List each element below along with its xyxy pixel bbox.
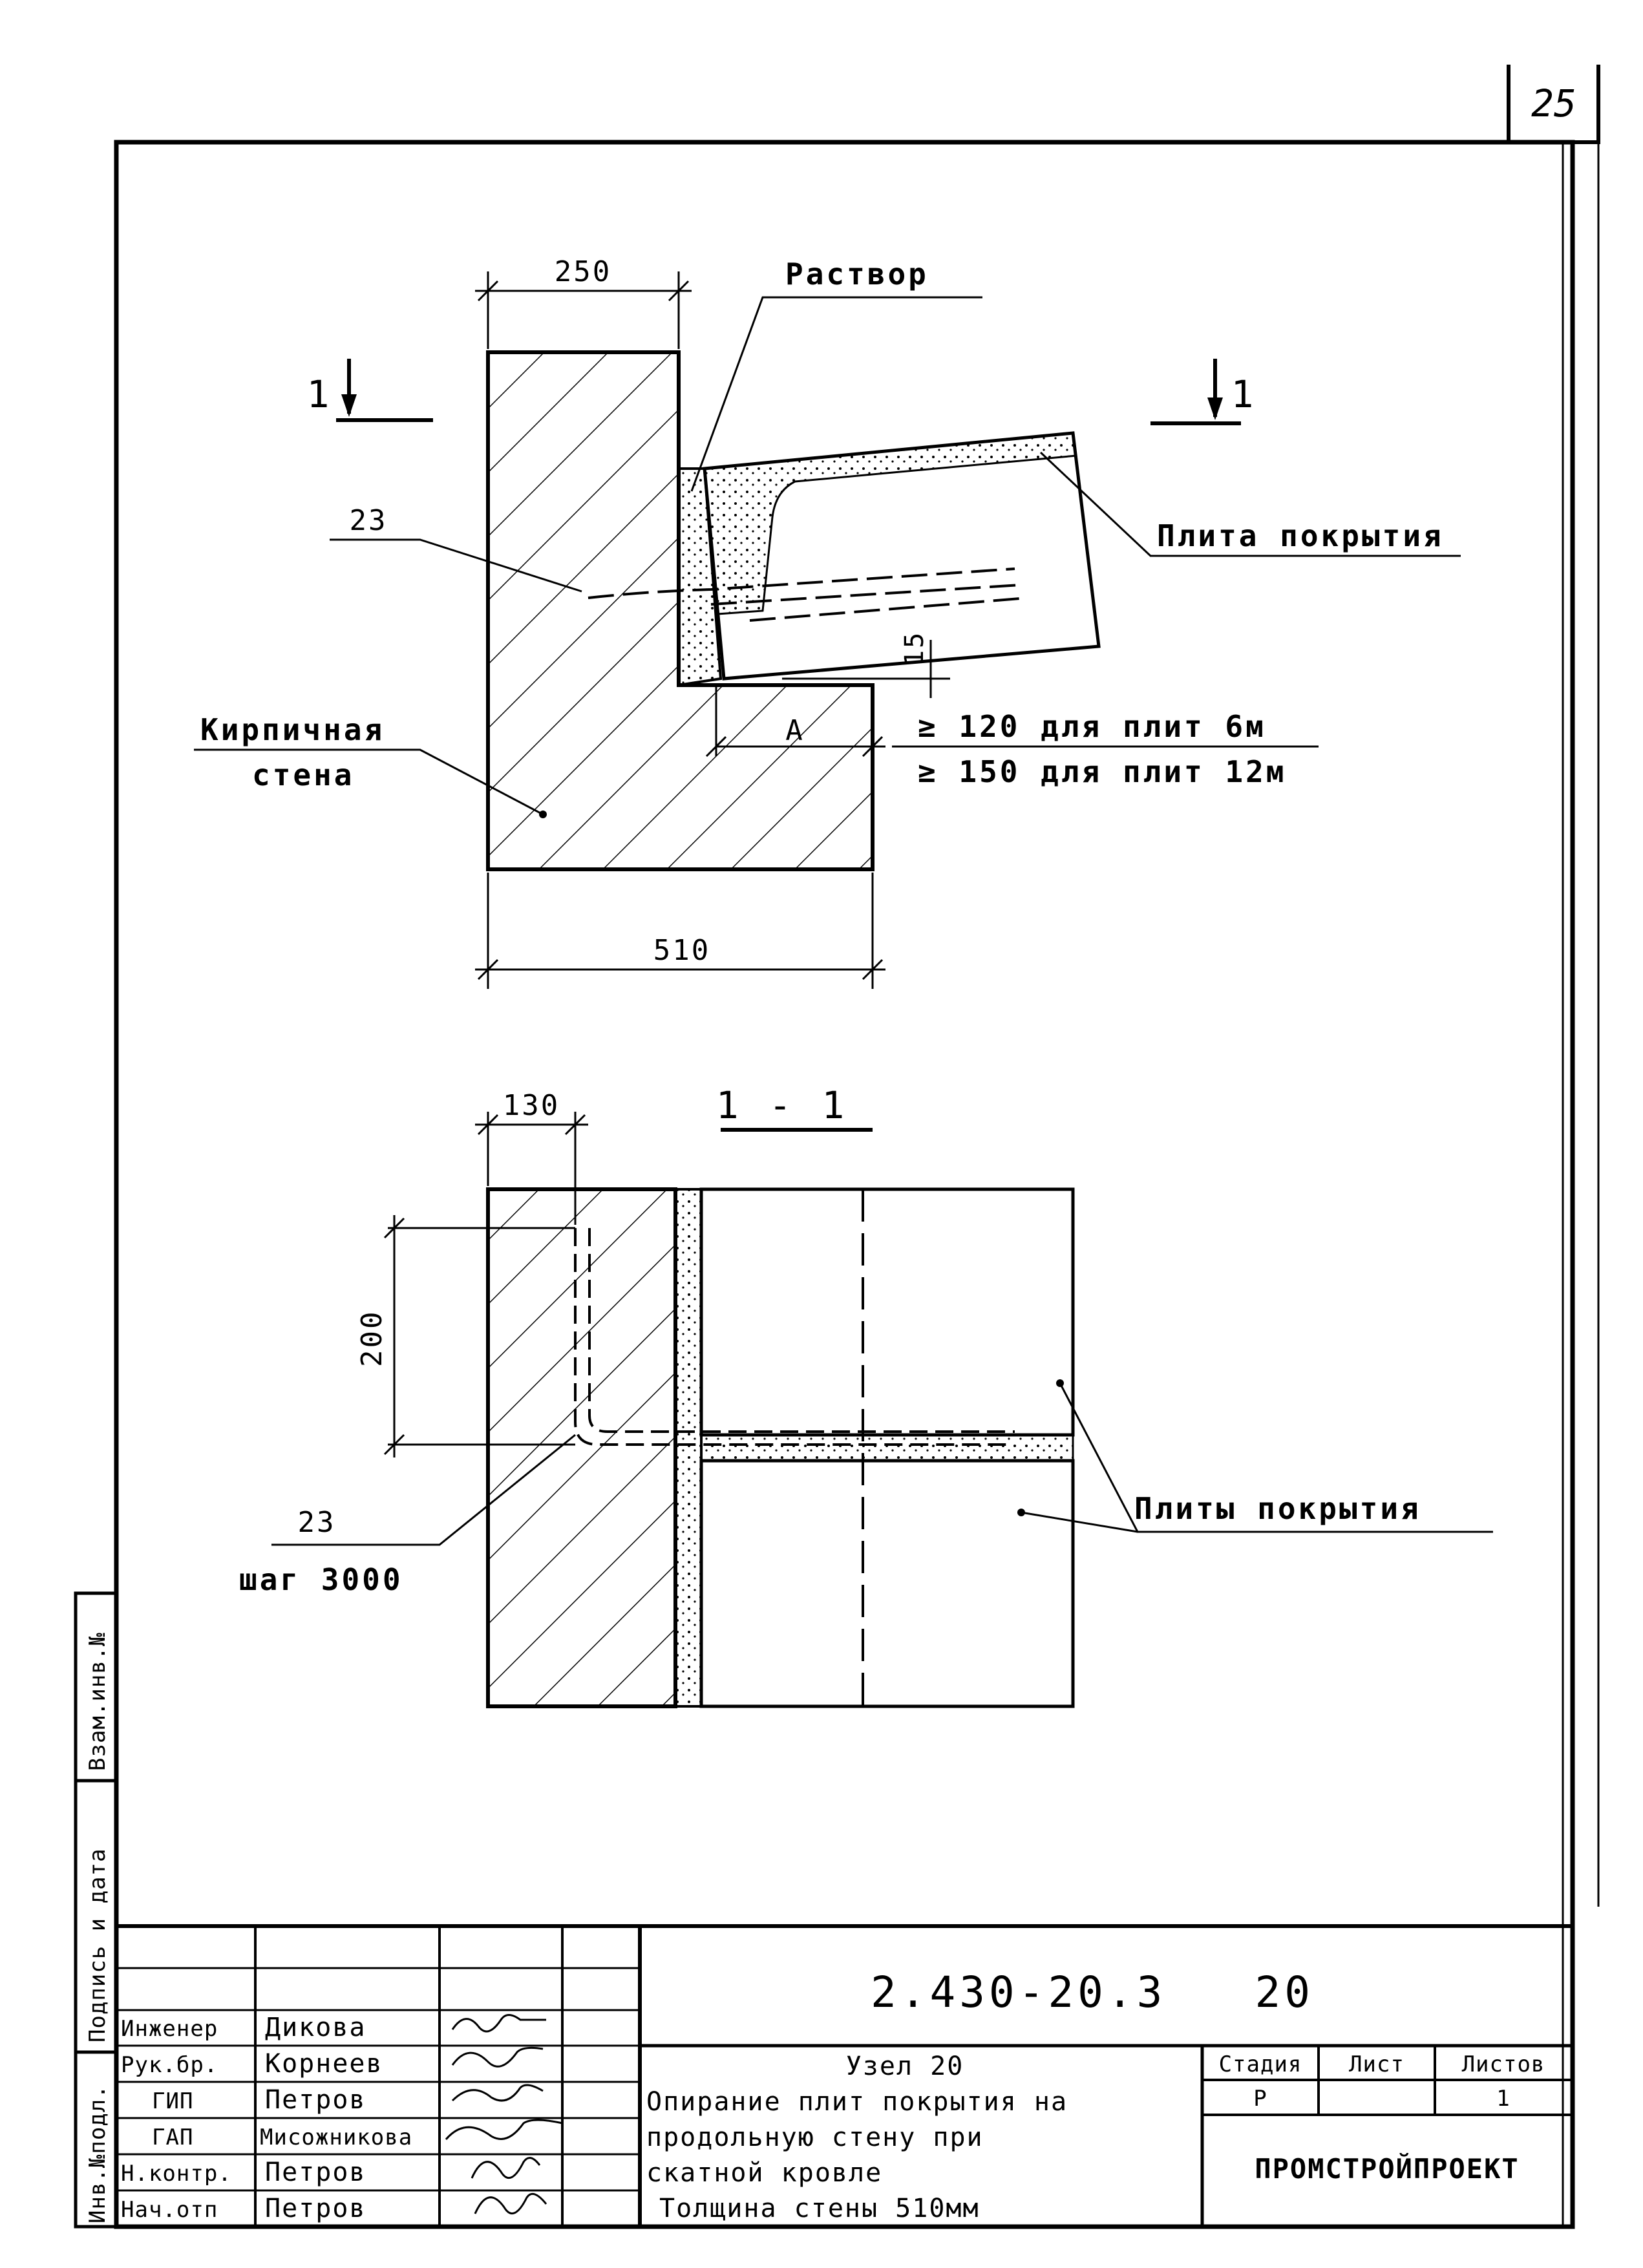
label-mortar: Раствор: [785, 257, 929, 291]
signatures: [445, 2014, 563, 2215]
roof-slab-topping: [703, 432, 1077, 615]
sheet-header: Лист: [1349, 2051, 1404, 2077]
plate-lower: [699, 1459, 1075, 1708]
staff-name: Петров: [265, 2085, 366, 2115]
desc-line: продольную стену при: [646, 2123, 984, 2152]
staff-role: Рук.бр.: [121, 2052, 218, 2078]
staff-role: ГАП: [152, 2125, 193, 2150]
sheets-value: 1: [1496, 2086, 1510, 2112]
organization: ПРОМСТРОЙПРОЕКТ: [1255, 2152, 1519, 2185]
section-mark-right: 1: [1231, 372, 1258, 416]
label-plate: Плита покрытия: [1157, 518, 1444, 553]
label-anchor-23: 23: [350, 504, 388, 537]
dim-15: 15: [900, 631, 929, 666]
section-label-step: шаг 3000: [239, 1562, 403, 1597]
staff-name: Дикова: [265, 2013, 366, 2042]
section-mark-left: 1: [307, 372, 334, 416]
side-stamp-vzam-inv: Взам.инв.№: [85, 1632, 111, 1771]
stage-header: Стадия: [1219, 2051, 1302, 2077]
note-6m: ≥ 120 для плит 6м: [918, 709, 1266, 744]
staff-rows: Инженер Дикова Рук.бр. Корнеев ГИП Петро…: [121, 2013, 412, 2223]
brick-wall: [486, 350, 874, 871]
dim-200: 200: [355, 1310, 388, 1367]
node-title: Узел 20: [846, 2051, 964, 2081]
elevation-view: 250 510 A 15 ≥ 120 для плит 6м ≥ 150 для…: [194, 255, 1461, 989]
staff-name: Мисожникова: [260, 2125, 412, 2150]
label-wall-2: стена: [252, 758, 354, 792]
desc-line: Толщина стены 510мм: [659, 2194, 980, 2223]
page-frame: [114, 65, 1600, 2229]
desc-line: Опирание плит покрытия на: [646, 2087, 1068, 2117]
mortar-joint: [677, 467, 723, 687]
page-number: 25: [1531, 81, 1576, 125]
stage-value: Р: [1253, 2086, 1267, 2112]
desc-line: скатной кровле: [646, 2158, 882, 2188]
dim-250: 250: [555, 255, 611, 288]
label-plates: Плиты покрытия: [1134, 1491, 1421, 1526]
dim-510: 510: [653, 934, 710, 967]
title-block: [114, 1924, 1574, 2229]
label-wall-1: Кирпичная: [200, 712, 385, 747]
section-mortar: [674, 1188, 703, 1708]
section-wall: [486, 1187, 677, 1708]
staff-role: Нач.отп: [121, 2197, 218, 2223]
sheets-header: Листов: [1462, 2051, 1545, 2077]
section-anchor: [574, 1228, 1015, 1446]
section-title: 1 - 1: [716, 1083, 849, 1127]
drawing-code: 2.430-20.3 20: [871, 1967, 1314, 2017]
dim-130: 130: [503, 1089, 560, 1122]
staff-role: ГИП: [152, 2088, 193, 2114]
section-1-1: 1 - 1 130: [239, 1083, 1493, 1708]
side-stamp-podpis-data: Подпись и дата: [85, 1848, 111, 2042]
dim-a: A: [785, 714, 805, 747]
staff-name: Петров: [265, 2194, 366, 2223]
staff-name: Петров: [265, 2157, 366, 2187]
staff-role: Н.контр.: [121, 2161, 232, 2187]
staff-name: Корнеев: [265, 2049, 383, 2079]
plate-upper: [699, 1187, 1075, 1437]
staff-role: Инженер: [121, 2016, 218, 2042]
note-12m: ≥ 150 для плит 12м: [918, 754, 1287, 789]
side-stamp-inv-podl: Инв.№подл.: [85, 2084, 111, 2223]
anchor-rebar: [588, 567, 1028, 622]
plate-joint: [700, 1434, 1074, 1462]
section-label-23: 23: [298, 1506, 336, 1539]
